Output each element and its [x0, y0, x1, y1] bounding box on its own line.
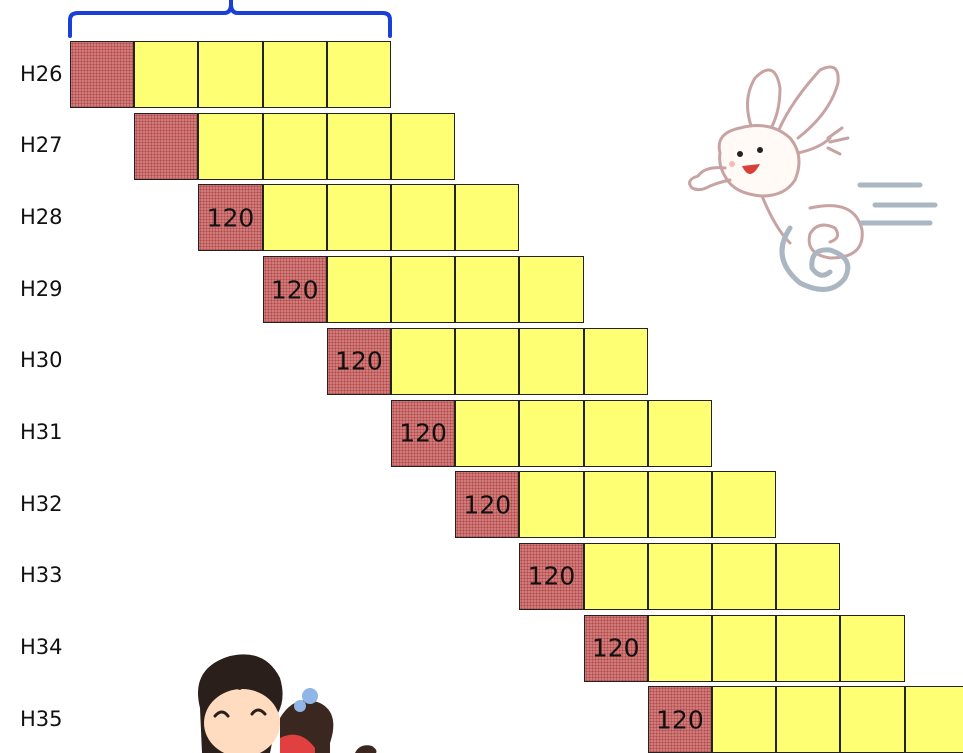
yellow-cell [584, 471, 648, 538]
red-cell-value: 120 [456, 490, 518, 519]
red-cell-value: 120 [328, 347, 390, 376]
yellow-cell [648, 543, 712, 610]
yellow-cell [712, 686, 776, 753]
row-label: H33 [20, 565, 80, 586]
yellow-cell [391, 184, 455, 251]
yellow-cell [455, 184, 519, 251]
yellow-cell [263, 113, 327, 180]
yellow-cell [584, 328, 648, 395]
yellow-cell [776, 615, 840, 682]
yellow-cell [391, 113, 455, 180]
children-hugging-icon [180, 648, 390, 753]
yellow-cell [519, 400, 583, 467]
yellow-cell [391, 328, 455, 395]
yellow-cell [776, 543, 840, 610]
yellow-cell [134, 41, 198, 108]
yellow-cell [198, 41, 262, 108]
red-cell [134, 113, 198, 180]
yellow-cell [712, 471, 776, 538]
row-label: H32 [20, 494, 80, 515]
red-cell: 120 [584, 615, 648, 682]
red-cell-value: 120 [520, 562, 582, 591]
yellow-cell [519, 471, 583, 538]
row-label: H34 [20, 637, 80, 658]
row-label: H27 [20, 135, 80, 156]
red-cell: 120 [327, 328, 391, 395]
red-cell: 120 [455, 471, 519, 538]
yellow-cell [648, 615, 712, 682]
red-cell: 120 [648, 686, 712, 753]
yellow-cell [327, 184, 391, 251]
yellow-cell [391, 256, 455, 323]
yellow-cell [776, 686, 840, 753]
yellow-cell [712, 543, 776, 610]
yellow-cell [840, 686, 904, 753]
yellow-cell [263, 184, 327, 251]
row-label: H30 [20, 350, 80, 371]
yellow-cell [648, 400, 712, 467]
row-label: H29 [20, 279, 80, 300]
yellow-cell [648, 471, 712, 538]
yellow-cell [584, 543, 648, 610]
yellow-cell [455, 400, 519, 467]
red-cell: 120 [263, 256, 327, 323]
red-cell-value: 120 [585, 634, 647, 663]
red-cell: 120 [198, 184, 262, 251]
yellow-cell [327, 113, 391, 180]
yellow-cell [327, 41, 391, 108]
red-cell-value: 120 [649, 705, 711, 734]
red-cell-value: 120 [264, 275, 326, 304]
row-label: H31 [20, 422, 80, 443]
yellow-cell [905, 686, 963, 753]
row-label: H35 [20, 709, 80, 730]
yellow-cell [519, 328, 583, 395]
rabbit-running-icon [680, 58, 950, 303]
red-cell-value: 120 [199, 203, 261, 232]
yellow-cell [198, 113, 262, 180]
yellow-cell [584, 400, 648, 467]
red-cell-value: 120 [392, 419, 454, 448]
red-cell: 120 [519, 543, 583, 610]
yellow-cell [840, 615, 904, 682]
yellow-cell [455, 328, 519, 395]
yellow-cell [455, 256, 519, 323]
red-cell [70, 41, 134, 108]
span-bracket [0, 0, 963, 40]
yellow-cell [263, 41, 327, 108]
yellow-cell [327, 256, 391, 323]
red-cell: 120 [391, 400, 455, 467]
row-label: H28 [20, 207, 80, 228]
yellow-cell [519, 256, 583, 323]
yellow-cell [712, 615, 776, 682]
